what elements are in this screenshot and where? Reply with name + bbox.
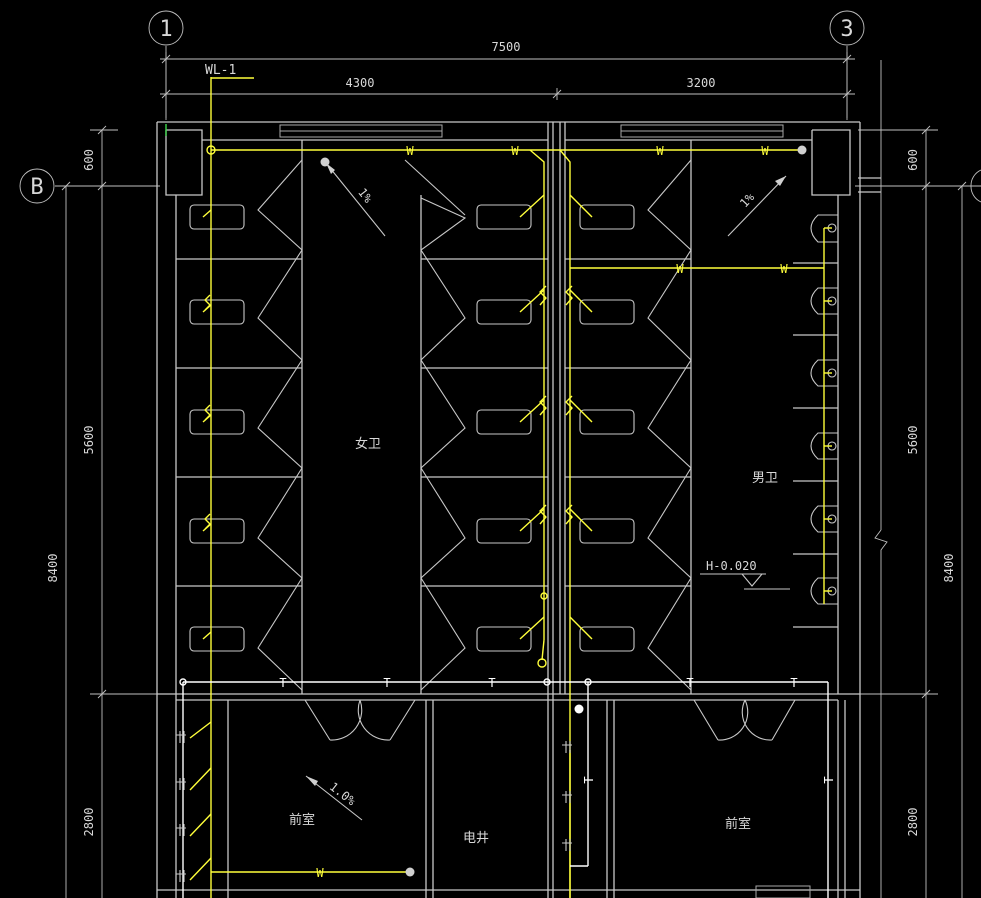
dim-left-bottom: 2800 bbox=[82, 808, 96, 837]
water-pipes[interactable]: T T T T T T T bbox=[179, 676, 836, 898]
elevation-label: H-0.020 bbox=[706, 559, 757, 573]
dim-left-mid: 5600 bbox=[82, 426, 96, 455]
vent-symbol-4: T bbox=[686, 676, 693, 690]
left-dimensions: 600 5600 8400 2800 bbox=[46, 125, 160, 898]
elevation-mark: H-0.020 bbox=[700, 559, 790, 590]
valve-icon bbox=[176, 731, 186, 743]
floor-drain-icon[interactable] bbox=[405, 867, 415, 877]
dim-left-width: 4300 bbox=[346, 76, 375, 90]
valve-icon bbox=[176, 824, 186, 836]
valve-icon bbox=[562, 791, 572, 803]
room-label-anteroom-left: 前室 bbox=[289, 812, 315, 828]
drain-symbol-4: W bbox=[761, 144, 769, 158]
dim-right-mid: 5600 bbox=[906, 426, 920, 455]
drain-symbol-5: W bbox=[676, 262, 684, 276]
dim-right-bottom: 2800 bbox=[906, 808, 920, 837]
grid-label-B: B bbox=[30, 175, 43, 200]
drain-symbol-1: W bbox=[406, 144, 414, 158]
pipe-tag-label: WL-1 bbox=[205, 63, 236, 78]
vent-symbol-5: T bbox=[790, 676, 797, 690]
floor-drain-icon[interactable] bbox=[797, 145, 807, 155]
room-label-anteroom-right: 前室 bbox=[725, 816, 751, 832]
vent-symbol-7: T bbox=[822, 776, 836, 783]
room-label-men: 男卫 bbox=[752, 471, 778, 486]
valve-icon bbox=[562, 741, 572, 753]
slope-men: 1% bbox=[737, 190, 758, 211]
drain-symbol-7: W bbox=[316, 866, 324, 880]
walls bbox=[156, 121, 881, 898]
dim-left-total: 8400 bbox=[46, 554, 60, 583]
grid-label-1: 1 bbox=[159, 17, 172, 42]
room-label-shaft: 电井 bbox=[463, 831, 489, 846]
valve-icon bbox=[176, 870, 186, 882]
drain-symbol-2: W bbox=[511, 144, 519, 158]
vent-symbol-3: T bbox=[488, 676, 495, 690]
dim-right-total: 8400 bbox=[942, 554, 956, 583]
stall-doors bbox=[257, 159, 796, 741]
dim-left-top: 600 bbox=[82, 149, 96, 171]
dim-right-width: 3200 bbox=[687, 76, 716, 90]
floor-drain-icon[interactable] bbox=[574, 704, 584, 714]
vent-symbol-1: T bbox=[279, 676, 286, 690]
vent-symbol-2: T bbox=[383, 676, 390, 690]
fixtures bbox=[189, 204, 838, 652]
pipe-fittings bbox=[176, 285, 573, 882]
top-dimensions: 7500 4300 3200 bbox=[160, 40, 882, 530]
slope-arrows: 1% 1% 1.0% bbox=[305, 162, 787, 821]
dim-total-width: 7500 bbox=[492, 40, 521, 54]
drain-symbol-3: W bbox=[656, 144, 664, 158]
grid-label-3: 3 bbox=[840, 17, 853, 42]
right-dimensions: 600 5600 8400 2800 bbox=[858, 125, 967, 898]
drain-pipes[interactable]: W W W W W W W bbox=[189, 77, 832, 898]
vent-symbol-6: T bbox=[582, 776, 596, 783]
grid-axis-B[interactable]: B bbox=[19, 168, 981, 204]
valve-icon bbox=[176, 778, 186, 790]
valve-icon bbox=[562, 839, 572, 851]
floor-drains[interactable] bbox=[320, 145, 807, 877]
stall-partitions bbox=[176, 140, 838, 694]
dim-right-top: 600 bbox=[906, 149, 920, 171]
room-label-women: 女卫 bbox=[355, 436, 381, 452]
drain-symbol-6: W bbox=[780, 262, 788, 276]
